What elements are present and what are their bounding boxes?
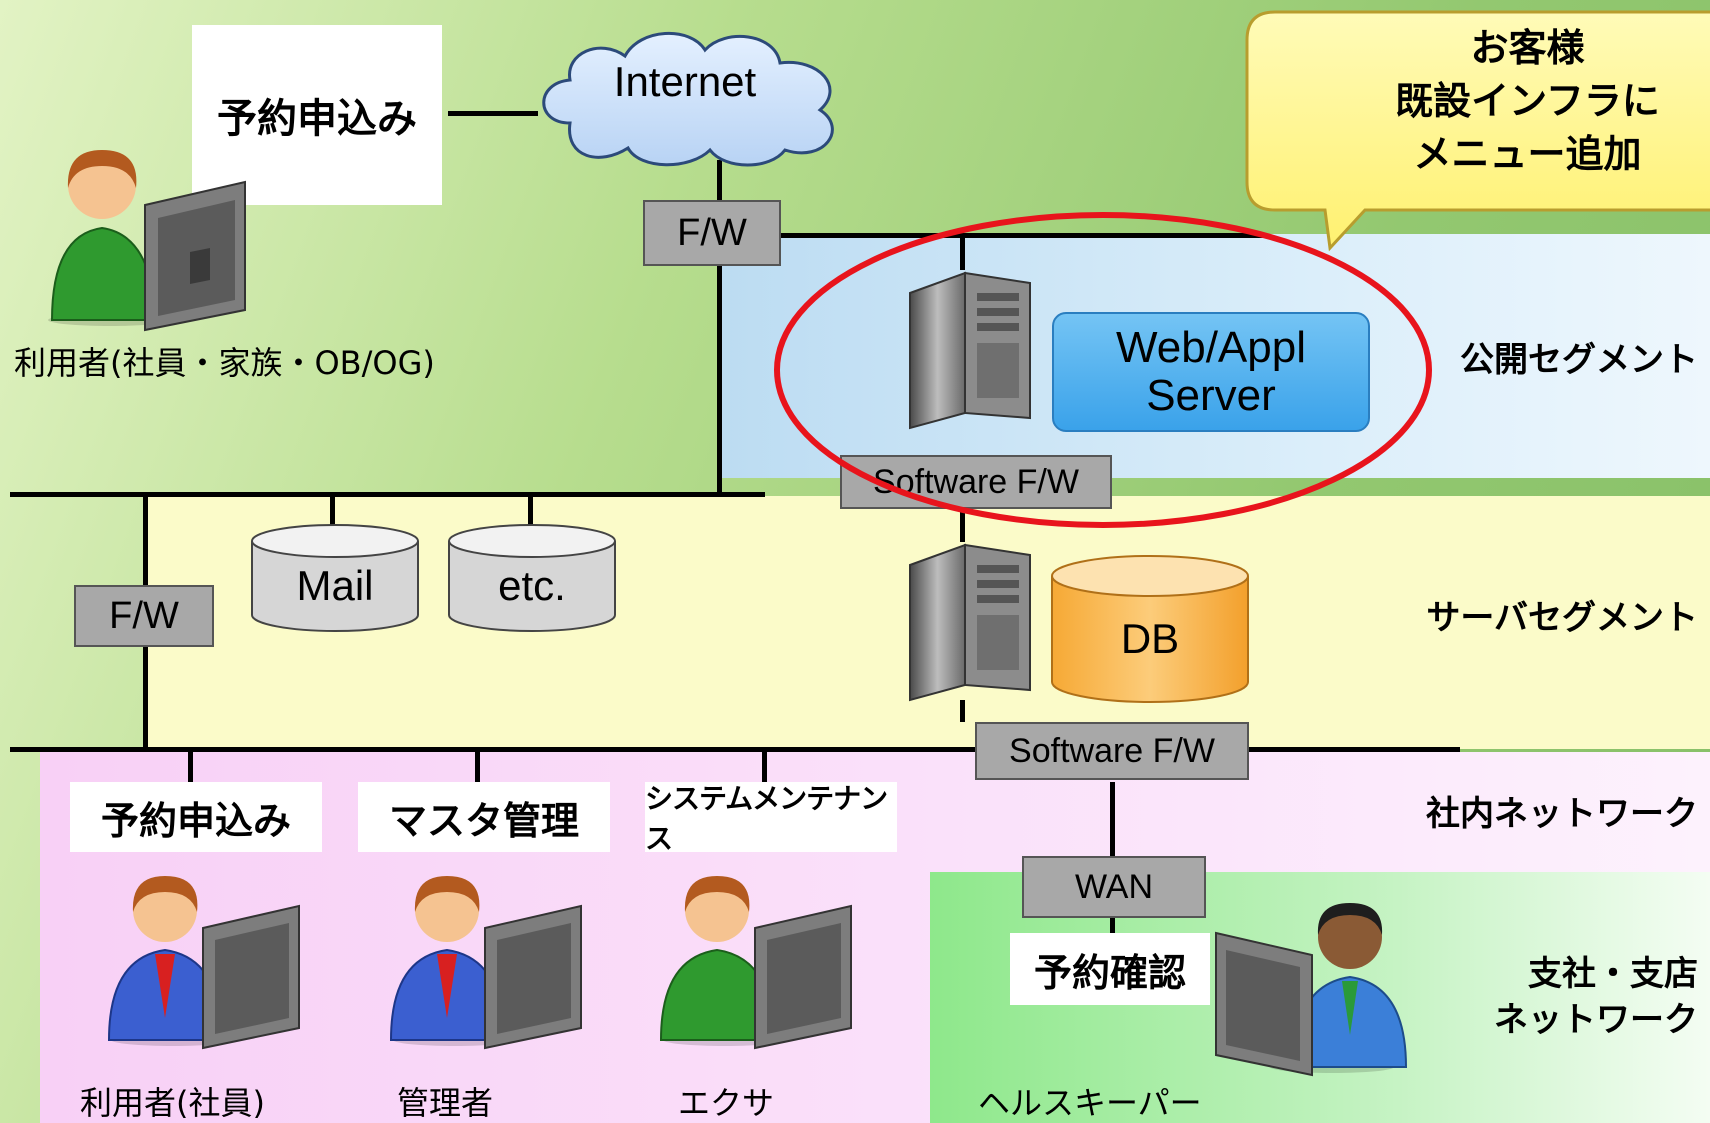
software-firewall-lan: Software F/W — [975, 722, 1249, 780]
top-user-caption: 利用者(社員・家族・OB/OG) — [14, 344, 435, 382]
web-server-line-2: Server — [1146, 371, 1276, 420]
mail-drop — [330, 497, 335, 527]
lan-drop-3 — [762, 752, 767, 782]
cloud-icon — [542, 31, 834, 167]
server-fw-lower — [143, 646, 148, 750]
lan-user-3-action: システムメンテナンス — [645, 782, 897, 855]
branch-network-label: 支社・支店 ネットワーク — [1494, 952, 1698, 1044]
web-server-icon — [909, 271, 1031, 430]
public-segment-label: 公開セグメント — [1460, 340, 1698, 380]
internet-link — [448, 111, 538, 116]
etc-storage-icon — [448, 524, 616, 632]
web-appl-server-box: Web/Appl Server — [1052, 312, 1370, 432]
mail-storage-icon — [251, 524, 419, 632]
lan-user-2-action: マスタ管理 — [358, 782, 610, 852]
branch-network-label-line-2: ネットワーク — [1494, 999, 1698, 1040]
db-cylinder-icon — [1051, 555, 1249, 703]
internet-label: Internet — [613, 58, 757, 105]
public-backbone — [778, 233, 1263, 238]
wan-box: WAN — [1022, 856, 1206, 918]
branch-user-icon — [1215, 903, 1408, 1077]
server-firewall: F/W — [74, 585, 214, 647]
lan-user-1-caption: 利用者(社員) — [80, 1084, 265, 1122]
branch-user-caption: ヘルスキーパー — [978, 1084, 1202, 1122]
user-at-computer-icon — [48, 150, 246, 332]
branch-user-action: 予約確認 — [1010, 933, 1210, 1005]
lan-drop-2 — [475, 752, 480, 782]
internet-firewall: F/W — [643, 200, 781, 266]
lan-user-2-caption: 管理者 — [397, 1084, 494, 1122]
callout-line-3: メニュー追加 — [1413, 132, 1642, 177]
callout-line-1: お客様 — [1470, 26, 1585, 70]
internet-fw-link — [717, 160, 722, 200]
callout-bubble-icon — [1245, 10, 1710, 252]
wan-link-lower — [1110, 917, 1115, 933]
server-segment-label: サーバセグメント — [1426, 598, 1698, 638]
web-server-drop — [960, 238, 965, 270]
server-fw-upper — [143, 497, 148, 587]
mail-label: Mail — [296, 562, 374, 609]
etc-drop — [528, 497, 533, 527]
top-user-action-label: 予約申込み — [192, 25, 442, 205]
etc-label: etc. — [498, 562, 566, 609]
callout-line-2: 既設インフラに — [1395, 79, 1660, 124]
lan-user-3-icon — [659, 876, 852, 1050]
db-server-drop — [960, 510, 965, 542]
lan-user-1-icon — [107, 876, 300, 1050]
callout-text: お客様 既設インフラに メニュー追加 — [1255, 22, 1710, 182]
server-backbone — [10, 492, 765, 497]
lan-user-3-caption: エクサ — [678, 1084, 775, 1122]
internal-network-label: 社内ネットワーク — [1426, 794, 1698, 834]
highlight-ellipse-icon — [774, 212, 1432, 528]
lan-drop-1 — [188, 752, 193, 782]
lan-user-2-icon — [389, 876, 582, 1050]
db-server-icon — [909, 543, 1031, 702]
web-server-line-1: Web/Appl — [1116, 322, 1306, 372]
lan-backbone — [10, 747, 1460, 752]
software-firewall-public: Software F/W — [840, 455, 1112, 509]
branch-network-label-line-1: 支社・支店 — [1528, 954, 1698, 994]
lan-user-1-action: 予約申込み — [70, 782, 322, 852]
db-label: DB — [1120, 615, 1180, 662]
wan-link-upper — [1110, 782, 1115, 856]
db-fw-drop — [960, 700, 965, 722]
fw-trunk — [717, 262, 722, 494]
